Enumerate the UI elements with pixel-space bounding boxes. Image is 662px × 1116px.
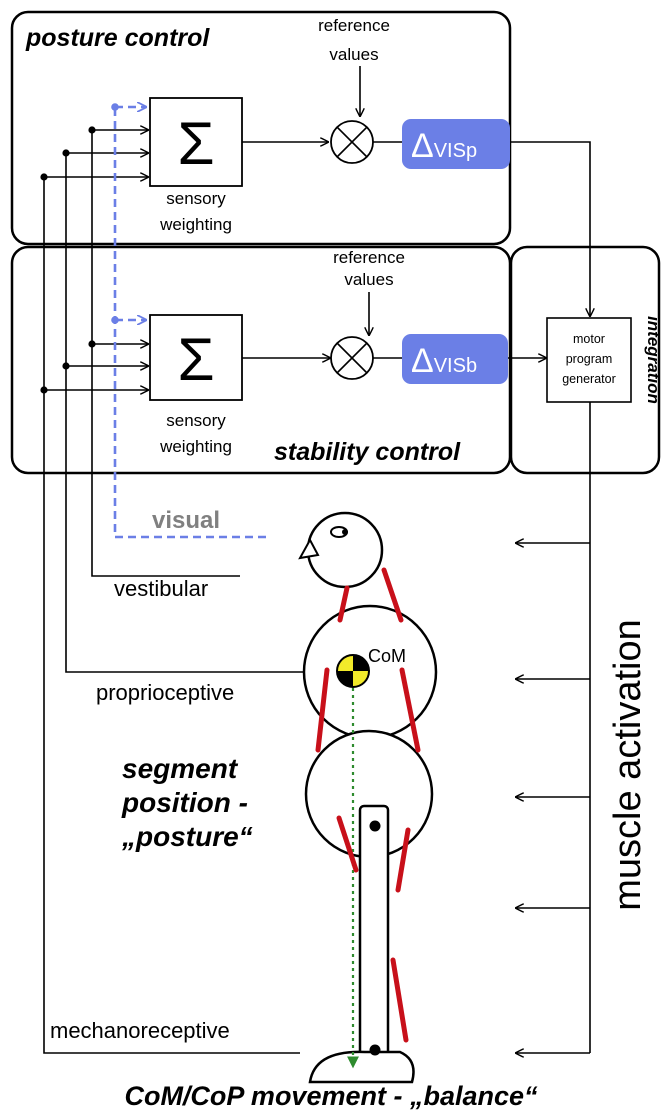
segment-position-line2: position -	[121, 787, 248, 818]
posture-sum-box	[149, 97, 243, 187]
stability-control-title: stability control	[274, 438, 461, 466]
head-segment	[306, 511, 384, 589]
muscle-activation-lines	[516, 402, 591, 1053]
muscle-activation-label: muscle activation	[607, 619, 649, 910]
stability-comparator-icon	[330, 336, 374, 380]
posture-sum-label-line2: weighting	[159, 215, 232, 234]
posture-control-title: posture control	[25, 24, 210, 52]
posture-delta-box	[402, 119, 510, 169]
posture-reference-values-line2: values	[329, 45, 378, 64]
com-marker-icon	[336, 654, 370, 688]
sensory-feedback-lines	[43, 130, 310, 1054]
generator-label-line1: motor	[573, 332, 605, 346]
stability-sum-box	[149, 314, 243, 401]
stability-delta-box	[402, 334, 508, 384]
integration-panel	[509, 245, 661, 475]
integration-title: integration	[644, 316, 662, 404]
leg-segment	[358, 804, 390, 1070]
posture-delta-label: ΔVISp	[411, 127, 477, 165]
generator-label-line2: program	[566, 352, 613, 366]
proprioceptive-label: proprioceptive	[96, 680, 234, 705]
stability-sum-symbol: Σ	[177, 326, 214, 393]
segment-position-line1: segment	[122, 753, 239, 784]
stability-delta-label: ΔVISb	[411, 342, 477, 380]
posture-reference-values-line1: reference	[318, 16, 390, 35]
mechanoreceptive-label: mechanoreceptive	[50, 1018, 230, 1043]
posture-sum-label-line1: sensory	[166, 189, 226, 208]
posture-sum-symbol: Σ	[177, 110, 214, 177]
com-label: CoM	[368, 646, 406, 666]
visual-label: visual	[152, 507, 220, 534]
balance-label: CoM/CoP movement - „balance“	[124, 1081, 538, 1111]
foot-segment	[308, 1050, 415, 1084]
body-figure	[298, 511, 438, 1084]
vestibular-label: vestibular	[114, 576, 208, 601]
muscles	[315, 567, 421, 1043]
stability-reference-values-line2: values	[344, 270, 393, 289]
segment-position-line3: „posture“	[121, 821, 253, 852]
stability-sum-label-line1: sensory	[166, 411, 226, 430]
visual-feedback-line	[113, 107, 266, 539]
posture-comparator-icon	[330, 120, 374, 164]
generator-label-line3: generator	[562, 372, 616, 386]
motor-program-generator-box	[546, 317, 632, 403]
stability-sum-label-line2: weighting	[159, 437, 232, 456]
stability-reference-values-line1: reference	[333, 248, 405, 267]
